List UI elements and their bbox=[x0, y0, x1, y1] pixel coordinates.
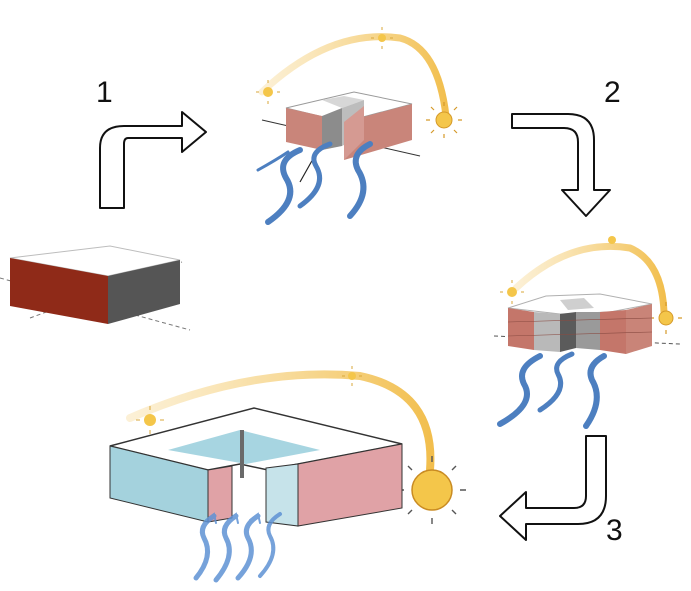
curved-arrow-icon bbox=[511, 113, 611, 217]
sun-icon bbox=[608, 236, 616, 244]
step-number-3: 3 bbox=[606, 514, 623, 547]
curved-arrow-icon bbox=[99, 111, 207, 209]
sun-icon bbox=[500, 280, 524, 304]
wind-icon bbox=[193, 512, 282, 583]
sun-icon bbox=[650, 302, 682, 334]
step-number-2: 2 bbox=[604, 76, 621, 109]
step-number-1: 1 bbox=[96, 76, 113, 109]
stage-2-model bbox=[493, 236, 682, 354]
stage-1-model bbox=[256, 27, 462, 183]
sun-icon bbox=[342, 366, 362, 386]
wind-icon bbox=[497, 351, 607, 429]
sun-icon bbox=[398, 456, 466, 524]
stage-3-model bbox=[109, 366, 466, 527]
wind-icon bbox=[256, 141, 373, 225]
sun-icon bbox=[136, 406, 164, 434]
sun-icon bbox=[256, 80, 280, 104]
curved-arrow-icon bbox=[499, 435, 607, 541]
sun-icon bbox=[371, 27, 393, 49]
sun-icon bbox=[426, 102, 462, 138]
initial-mass-block bbox=[0, 245, 191, 331]
